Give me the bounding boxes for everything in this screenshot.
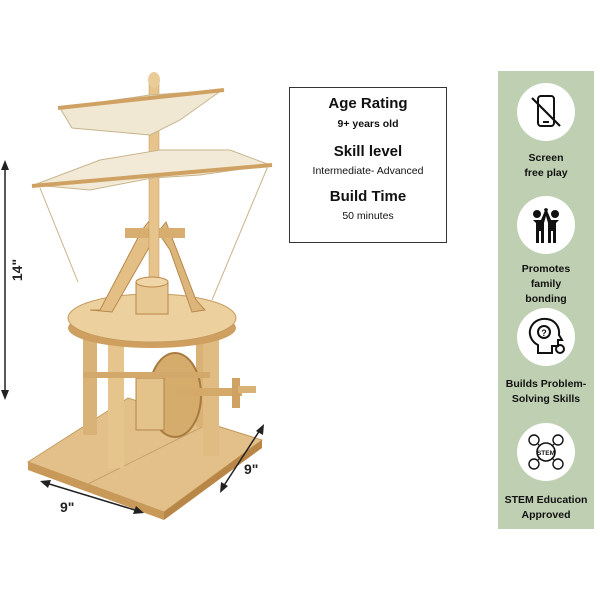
wooden-base-edge — [28, 462, 164, 520]
badge-problem-solving-label: Builds Problem- Solving Skills — [505, 378, 587, 405]
width-arrow-end — [133, 506, 144, 514]
badge-problem-solving: ? — [517, 308, 575, 366]
product-info-box: Age Rating 9+ years old Skill level Inte… — [289, 87, 447, 243]
crank-axle — [176, 388, 242, 396]
stem-icon: STEM — [528, 434, 564, 470]
depth-dimension-label: 9" — [244, 461, 259, 477]
height-arrow-bottom — [1, 390, 9, 400]
svg-text:STEM: STEM — [537, 450, 555, 457]
build-time-value: 50 minutes — [342, 210, 394, 222]
badge-family-bonding-label: Promotes family bonding — [521, 263, 571, 305]
lower-sail-rod — [31, 163, 273, 188]
badge-family-bonding — [517, 196, 575, 254]
sail-wire-left — [39, 187, 79, 283]
age-rating-value: 9+ years old — [337, 118, 399, 130]
right-arch-support — [157, 221, 206, 313]
build-time-heading: Build Time — [329, 188, 407, 205]
width-arrow — [45, 482, 139, 512]
crank-handle — [232, 378, 240, 408]
skill-level-heading: Skill level — [333, 143, 403, 160]
no-phone-icon — [531, 95, 561, 127]
width-dimension-label: 9" — [60, 499, 75, 515]
crank-knob — [238, 386, 256, 393]
base-board-seam — [79, 421, 213, 489]
badge-stem-label: STEM Education Approved — [504, 494, 588, 521]
sail-wire-right — [211, 165, 269, 301]
badge-stem: STEM — [517, 423, 575, 481]
lantern-gear — [135, 377, 165, 431]
benefits-panel: Screen free play Promotes family bonding… — [498, 71, 594, 529]
age-rating-heading: Age Rating — [328, 95, 408, 112]
high-five-icon — [533, 208, 559, 243]
height-arrow-top — [1, 160, 9, 170]
upper-sail-rod — [57, 88, 225, 110]
badge-screen-free — [517, 83, 575, 141]
leg-back-left — [83, 335, 97, 435]
wooden-base-edge-right — [164, 440, 262, 520]
depth-arrow — [222, 429, 261, 488]
skill-level-value: Intermediate- Advanced — [312, 165, 424, 177]
leg-front-right — [203, 338, 219, 456]
depth-arrow-end — [256, 424, 264, 435]
head-gears-icon: ? — [528, 317, 565, 354]
depth-arrow-start — [220, 482, 228, 493]
leg-front-left — [108, 338, 124, 468]
height-dimension-label: 14" — [9, 258, 26, 282]
side-rail — [83, 372, 210, 378]
width-arrow-start — [40, 480, 51, 488]
hub-top — [135, 276, 169, 288]
upper-sail — [59, 89, 224, 136]
mast-top — [148, 72, 160, 88]
badge-screen-free-label: Screen free play — [524, 152, 568, 179]
svg-text:?: ? — [541, 328, 547, 338]
